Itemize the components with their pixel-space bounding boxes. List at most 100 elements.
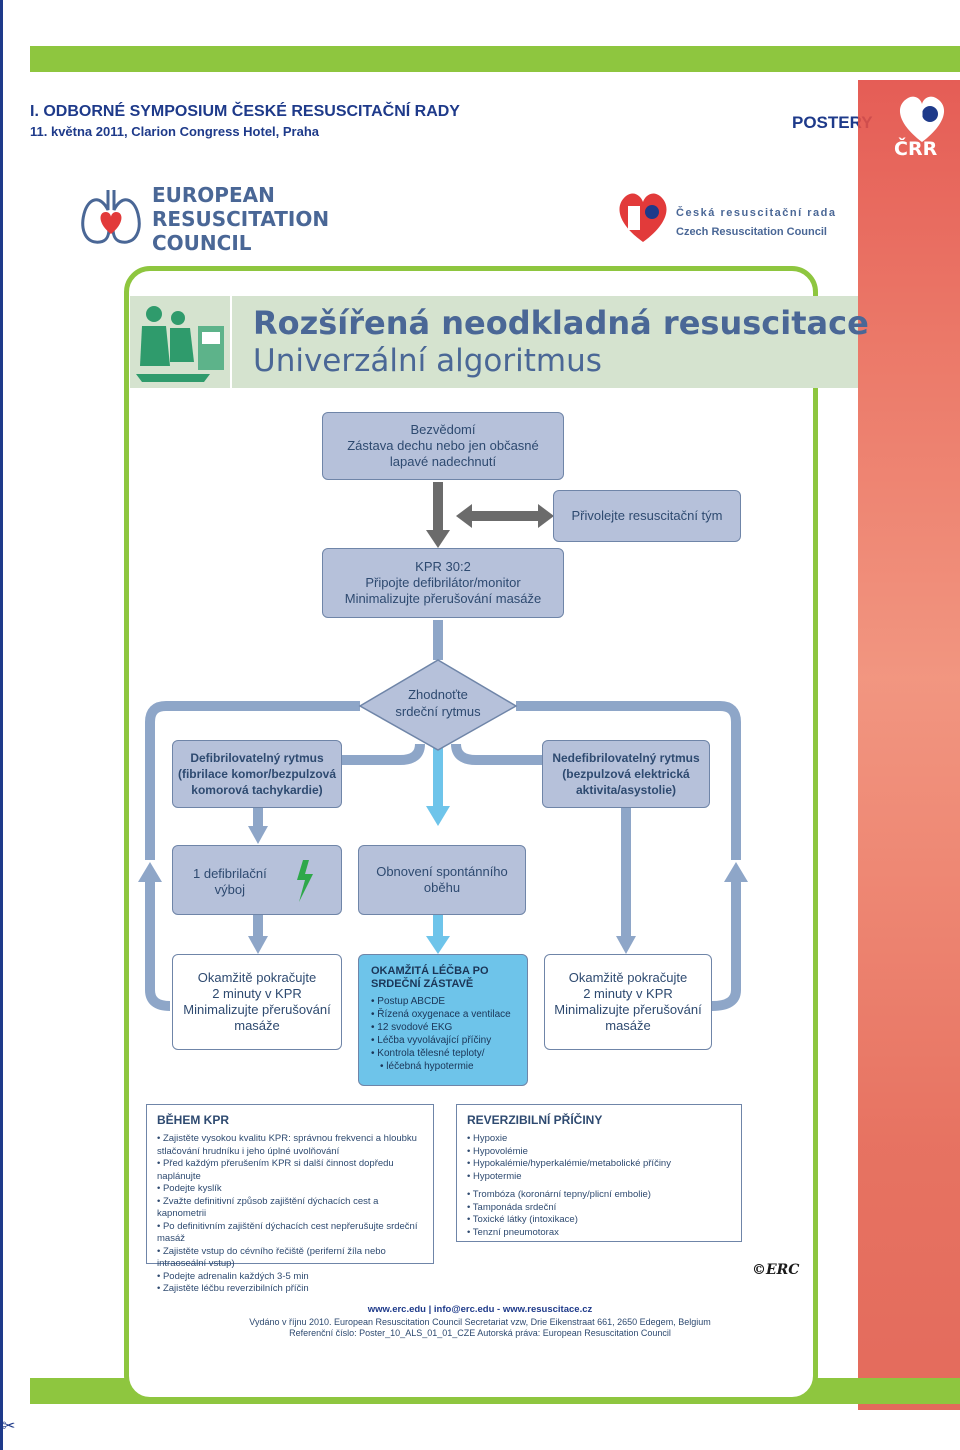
rosc-box: Obnovení spontánního oběhu <box>358 845 526 915</box>
list-item: Hypoxie <box>467 1133 731 1146</box>
shockable-line1: Defibrilovatelný rytmus <box>190 751 324 765</box>
continue-left-line2: 2 minuty v KPR <box>212 986 302 1001</box>
arrowhead-call-team-right <box>538 504 554 528</box>
footer-reference: Referenční číslo: Poster_10_ALS_01_01_CZ… <box>289 1328 671 1338</box>
list-item: Zvažte definitivní způsob zajištění dých… <box>157 1196 423 1221</box>
post-arrest-title: OKAMŽITÁ LÉČBA PO SRDEČNÍ ZÁSTAVĚ <box>371 965 515 991</box>
unconscious-box: Bezvědomí Zástava dechu nebo jen občasné… <box>322 412 564 480</box>
list-item: Kontrola tělesné teploty/ <box>371 1047 515 1060</box>
reversible-h-list: Hypoxie Hypovolémie Hypokalémie/hyperkal… <box>467 1133 731 1183</box>
assess-label: Zhodnoťte srdeční rytmus <box>380 686 496 720</box>
shock-text: 1 defibrilační výboj <box>193 866 267 898</box>
continue-left-line4: masáže <box>234 1018 280 1033</box>
arrowhead-loop-right <box>724 862 748 882</box>
arrowhead-post-arrest <box>426 936 450 954</box>
post-arrest-box: OKAMŽITÁ LÉČBA PO SRDEČNÍ ZÁSTAVĚ Postup… <box>358 954 528 1086</box>
list-item: Zajistěte vstup do cévního řečiště (peri… <box>157 1246 423 1271</box>
poster-title: Rozšířená neodkladná resuscitace <box>253 304 869 342</box>
prague-photo-strip <box>858 80 960 1410</box>
trim-line <box>0 0 3 1450</box>
footer-links[interactable]: www.erc.edu | info@erc.edu - www.resusci… <box>367 1304 593 1315</box>
list-item: Podejte kyslík <box>157 1183 423 1196</box>
arrowhead-continue-right <box>616 936 636 954</box>
nonshockable-line3: aktivita/asystolie) <box>575 783 677 797</box>
erc-line1: EUROPEAN <box>152 183 275 207</box>
shock-box: 1 defibrilační výboj <box>172 845 342 915</box>
crr-czech-name: Česká resuscitační rada <box>676 207 837 219</box>
arrowhead-to-cpr <box>426 530 450 548</box>
crr-english-name: Czech Resuscitation Council <box>676 226 827 238</box>
call-team-box: Přivolejte resuscitační tým <box>553 490 741 542</box>
erc-copyright-mark: ©ERC <box>752 1262 800 1278</box>
list-item: Postup ABCDE <box>371 995 515 1008</box>
erc-wordmark: EUROPEAN RESUSCITATION COUNCIL <box>152 183 329 255</box>
reversible-title: REVERZIBILNÍ PŘÍČINY <box>467 1113 603 1127</box>
continue-right-line3: Minimalizujte přerušování <box>554 1002 702 1017</box>
crr-badge: ČRR <box>890 84 954 160</box>
reversible-causes-box: REVERZIBILNÍ PŘÍČINY Hypoxie Hypovolémie… <box>456 1104 742 1242</box>
continue-left-line3: Minimalizujte přerušování <box>183 1002 331 1017</box>
list-item: Řízená oxygenace a ventilace <box>371 1008 515 1021</box>
continue-right-line1: Okamžitě pokračujte <box>568 970 688 985</box>
list-item-continued: léčebná hypotermie <box>371 1060 515 1073</box>
title-band <box>232 296 858 388</box>
loop-bottom-left <box>145 880 171 1011</box>
top-green-bar <box>30 46 960 72</box>
poster-subtitle: Univerzální algoritmus <box>253 343 602 379</box>
loop-bottom-right <box>711 880 741 1011</box>
list-item: Léčba vyvolávající příčiny <box>371 1034 515 1047</box>
continue-right-line4: masáže <box>605 1018 651 1033</box>
during-cpr-title: BĚHEM KPR <box>157 1113 230 1127</box>
lightning-icon <box>293 860 315 902</box>
loop-top-right <box>516 701 741 860</box>
list-item: Hypotermie <box>467 1171 731 1184</box>
continue-left-line1: Okamžitě pokračujte <box>197 970 317 985</box>
postery-label: POSTERY <box>792 113 873 132</box>
list-item: Trombóza (koronární tepny/plicní embolie… <box>467 1189 731 1202</box>
assess-line1: Zhodnoťte <box>408 687 468 702</box>
list-item: Zajistěte vysokou kvalitu KPR: správnou … <box>157 1133 423 1158</box>
arrowhead-loop-left <box>138 862 162 882</box>
list-item: Po definitivním zajištění dýchacích cest… <box>157 1221 423 1246</box>
list-item: Podejte adrenalin každých 3-5 min <box>157 1271 423 1284</box>
shockable-line3: komorová tachykardie) <box>191 783 323 797</box>
rosc-line1: Obnovení spontánního <box>376 864 508 879</box>
footer-issued: Vydáno v říjnu 2010. European Resuscitat… <box>249 1317 711 1327</box>
cpr-line1: KPR 30:2 <box>415 559 471 574</box>
continue-cpr-left-box: Okamžitě pokračujte 2 minuty v KPR Minim… <box>172 954 342 1050</box>
reversible-t-list: Trombóza (koronární tepny/plicní embolie… <box>467 1189 731 1239</box>
scissors-icon: ✂ <box>2 1418 16 1435</box>
unconscious-line1: Bezvědomí <box>410 422 476 437</box>
symposium-title: I. ODBORNÉ SYMPOSIUM ČESKÉ RESUSCITAČNÍ … <box>30 103 460 120</box>
shock-line1: 1 defibrilační <box>193 866 267 881</box>
loop-top <box>145 701 360 860</box>
list-item: Tamponáda srdeční <box>467 1202 731 1215</box>
crr-badge-text: ČRR <box>894 138 938 160</box>
assess-line2: srdeční rytmus <box>395 704 481 719</box>
erc-line3: COUNCIL <box>152 231 252 255</box>
arrowhead-call-team-left <box>456 504 472 528</box>
cpr-box: KPR 30:2 Připojte defibrilátor/monitor M… <box>322 548 564 618</box>
continue-right-line2: 2 minuty v KPR <box>583 986 673 1001</box>
arrowhead-shock <box>248 826 268 844</box>
unconscious-line2: Zástava dechu nebo jen občasné <box>347 438 539 453</box>
list-item: Zajistěte léčbu reverzibilních příčin <box>157 1283 423 1296</box>
call-team-label: Přivolejte resuscitační tým <box>571 508 723 523</box>
shock-line2: výboj <box>214 882 246 897</box>
symposium-date: 11. května 2011, Clarion Congress Hotel,… <box>30 124 320 139</box>
list-item: Tenzní pneumotorax <box>467 1227 731 1240</box>
list-item: Toxické látky (intoxikace) <box>467 1214 731 1227</box>
continue-cpr-right-box: Okamžitě pokračujte 2 minuty v KPR Minim… <box>544 954 712 1050</box>
post-arrest-title-line2: SRDEČNÍ ZÁSTAVĚ <box>371 978 474 990</box>
list-item: Hypovolémie <box>467 1146 731 1159</box>
arrowhead-rosc <box>426 806 450 826</box>
rosc-line2: oběhu <box>423 880 461 895</box>
post-arrest-title-line1: OKAMŽITÁ LÉČBA PO <box>371 965 489 977</box>
assess-diamond <box>358 659 518 751</box>
arrowhead-continue-left <box>248 936 268 954</box>
erc-lungs-heart-icon <box>78 184 144 250</box>
unconscious-line3: lapavé nadechnutí <box>389 454 497 469</box>
resuscitation-illustration <box>130 296 230 388</box>
nonshockable-box: Nedefibrilovatelný rytmus (bezpulzová el… <box>542 740 710 808</box>
during-cpr-box: BĚHEM KPR Zajistěte vysokou kvalitu KPR:… <box>146 1104 434 1294</box>
